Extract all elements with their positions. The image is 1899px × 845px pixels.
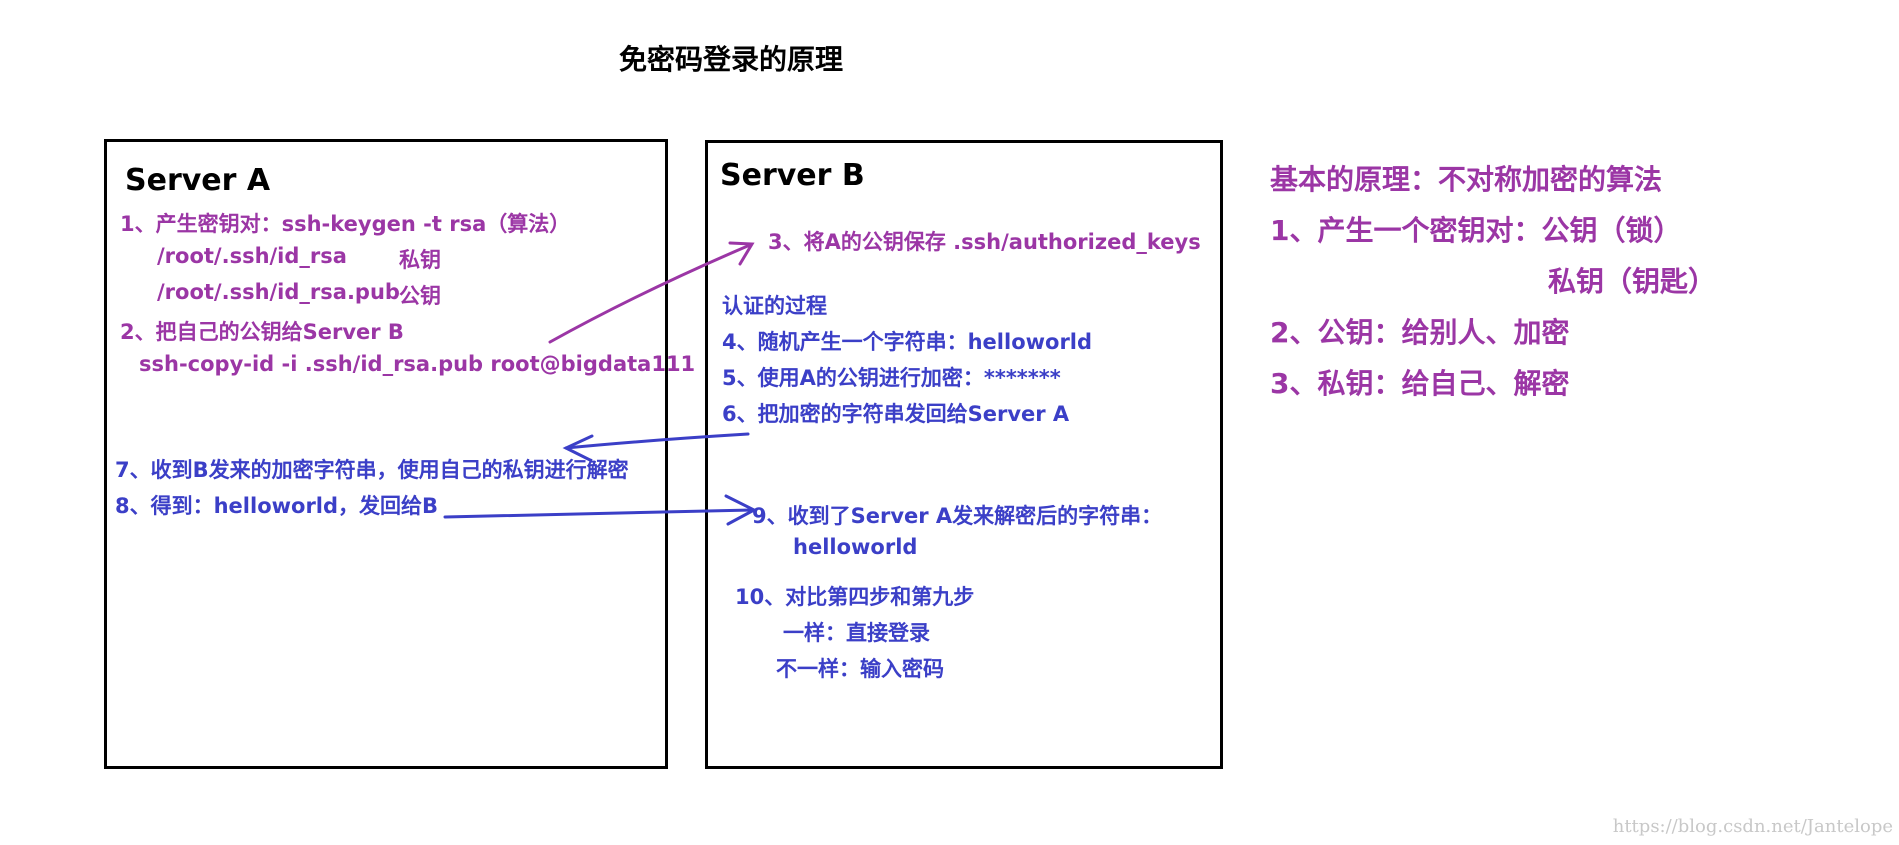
server-b-step-5: 5、使用A的公钥进行加密：******* [722, 366, 1061, 390]
server-a-title: Server A [125, 163, 271, 198]
principle-line-1b: 私钥（钥匙） [1548, 265, 1717, 298]
server-b-step-4: 4、随机产生一个字符串：helloworld [722, 330, 1093, 354]
different-result-text: 不一样：输入密码 [776, 657, 944, 681]
server-a-box [104, 139, 668, 769]
server-b-step-10: 10、对比第四步和第九步 [735, 585, 975, 609]
auth-process-heading: 认证的过程 [722, 294, 827, 318]
server-a-step-1: 1、产生密钥对：ssh-keygen -t rsa（算法） [120, 212, 571, 236]
watermark: https://blog.csdn.net/Jantelope [1612, 816, 1893, 837]
diagram-title: 免密码登录的原理 [619, 43, 844, 76]
principle-line-1: 1、产生一个密钥对：公钥（锁） [1270, 214, 1682, 247]
arrow-a-to-b-decrypted [443, 494, 758, 526]
ssh-copy-id-command: ssh-copy-id -i .ssh/id_rsa.pub root@bigd… [139, 352, 696, 376]
principle-line-3: 3、私钥：给自己、解密 [1270, 367, 1570, 400]
server-a-step-7: 7、收到B发来的加密字符串，使用自己的私钥进行解密 [115, 458, 629, 482]
public-key-label: 公钥 [399, 284, 441, 308]
arrow-a-to-b-public-key [548, 241, 755, 344]
private-key-label: 私钥 [399, 248, 441, 272]
server-b-step-3: 3、将A的公钥保存 .ssh/authorized_keys [768, 230, 1201, 254]
server-a-step-8: 8、得到：helloworld，发回给B [115, 494, 439, 518]
server-b-step-9: 9、收到了Server A发来解密后的字符串： [752, 504, 1163, 528]
server-b-step-6: 6、把加密的字符串发回给Server A [722, 402, 1070, 426]
server-b-box [705, 140, 1223, 769]
same-result-text: 一样：直接登录 [783, 621, 930, 645]
principle-line-2: 2、公钥：给别人、加密 [1270, 316, 1570, 349]
public-key-path: /root/.ssh/id_rsa.pub [157, 280, 400, 304]
received-string: helloworld [793, 535, 918, 559]
private-key-path: /root/.ssh/id_rsa [157, 244, 347, 268]
server-b-title: Server B [720, 158, 865, 193]
arrow-b-to-a-encrypted [562, 432, 750, 462]
principle-heading: 基本的原理：不对称加密的算法 [1270, 163, 1663, 196]
server-a-step-2: 2、把自己的公钥给Server B [120, 320, 404, 344]
